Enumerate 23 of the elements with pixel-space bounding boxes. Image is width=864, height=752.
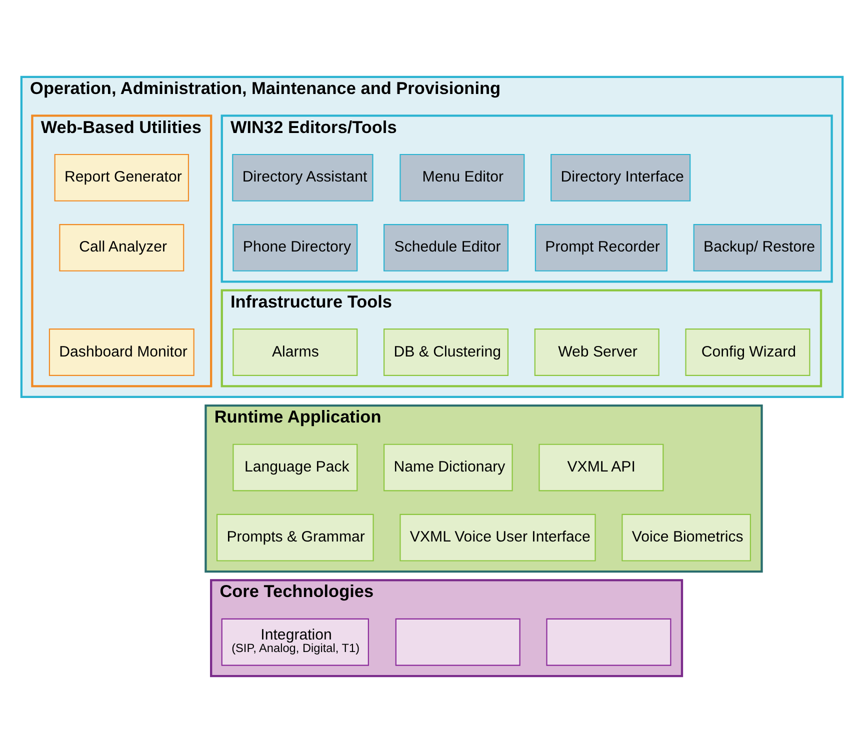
node-box: Phone Directory bbox=[232, 224, 358, 271]
node-box: Call Analyzer bbox=[59, 224, 184, 271]
node-box: Report Generator bbox=[54, 153, 189, 201]
node-box: Language Pack bbox=[232, 443, 358, 491]
node-box: VXML Voice User Interface bbox=[400, 513, 596, 561]
node-box: Schedule Editor bbox=[384, 224, 509, 271]
node-box: Config Wizard bbox=[685, 328, 810, 376]
node-box: Name Dictionary bbox=[384, 443, 513, 491]
node-box: Menu Editor bbox=[400, 153, 525, 201]
node-box: Directory Interface bbox=[550, 153, 691, 201]
node-box: Dashboard Monitor bbox=[48, 328, 194, 376]
node-box: Alarms bbox=[232, 328, 358, 376]
node-box: Prompt Recorder bbox=[534, 224, 668, 271]
node-box: Prompts & Grammar bbox=[216, 513, 374, 561]
node-box bbox=[395, 618, 520, 666]
node-box: Web Server bbox=[534, 328, 660, 376]
node-box: Voice Biometrics bbox=[622, 513, 751, 561]
node-box: Backup/ Restore bbox=[693, 224, 822, 271]
node-box: Directory Assistant bbox=[232, 153, 374, 201]
node-box: Integration (SIP, Analog, Digital, T1) bbox=[221, 618, 369, 666]
node-box: VXML API bbox=[538, 443, 664, 491]
node-box: DB & Clustering bbox=[384, 328, 509, 376]
node-box bbox=[546, 618, 672, 666]
